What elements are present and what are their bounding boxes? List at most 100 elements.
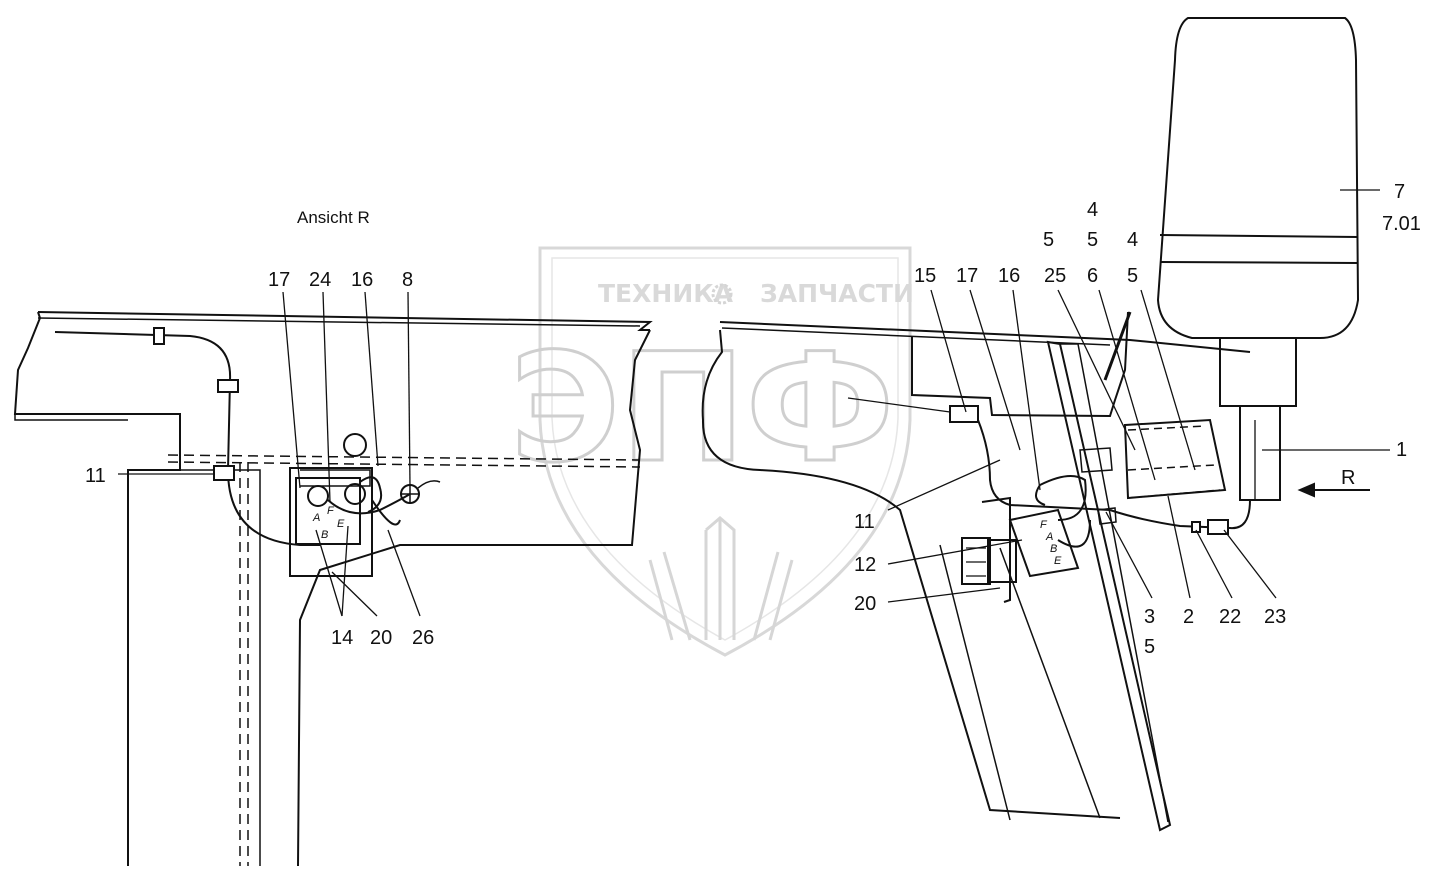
left-switch-knob-top [343, 433, 367, 457]
left-terminal-letters: A F E B [312, 505, 345, 541]
right-door-frame [911, 311, 1129, 418]
left-switch-knob [344, 483, 366, 505]
right-window-frame [701, 329, 1121, 819]
right-pillar-inner [1060, 343, 1169, 823]
watermark-wheat-icon [648, 516, 794, 641]
watermark-shield-inner [551, 257, 899, 641]
direction-label: R [1341, 467, 1355, 489]
view-title: Ansicht R [297, 208, 370, 227]
right-switch-housing [1008, 508, 1080, 578]
right-roof-edge [719, 321, 1251, 353]
right-antenna [1103, 311, 1132, 381]
left-cable-clip-3 [213, 465, 235, 481]
right-callout-4-top: 4 [1087, 199, 1098, 221]
left-cab-panel [13, 311, 181, 866]
left-terminal-b: B [321, 529, 328, 541]
right-callout-25: 25 [1044, 265, 1066, 287]
right-terminal-f: F [1040, 519, 1048, 531]
right-terminal-letters: F A B E [1040, 519, 1062, 567]
right-bracket-plate [981, 496, 1011, 603]
right-lamp-cable [1109, 499, 1251, 530]
left-cable [54, 331, 320, 546]
left-callout-11: 11 [85, 465, 106, 487]
watermark-text-left: ТЕХНИКА [598, 279, 734, 308]
left-body-right-edge [297, 329, 651, 867]
right-callout-5-a: 5 [1043, 229, 1054, 251]
left-terminal-a: A [312, 512, 320, 524]
right-callout-7-01: 7.01 [1382, 213, 1421, 235]
right-lower-panel [939, 544, 1101, 821]
beacon-dome [1156, 17, 1360, 339]
left-inner-vertical [14, 414, 128, 421]
right-bolt-25 [1079, 447, 1117, 525]
left-terminal-f: F [327, 505, 335, 517]
right-callout-17: 17 [956, 265, 978, 287]
beacon-band-top [1159, 234, 1359, 238]
right-terminal-e: E [1054, 555, 1062, 567]
left-callout-14: 14 [331, 627, 353, 649]
right-roof-inner [721, 327, 1111, 346]
right-callout-5-b: 5 [1087, 229, 1098, 251]
watermark-text-right: ЗАПЧАСТИ [760, 279, 914, 308]
connector-22 [1191, 521, 1201, 533]
left-dashed-rail [167, 454, 641, 468]
left-callout-17: 17 [268, 269, 290, 291]
beacon-base [1219, 337, 1297, 407]
right-callout-22: 22 [1219, 606, 1241, 628]
right-callout-5-c: 5 [1127, 265, 1138, 287]
right-switch-grip [966, 547, 986, 577]
right-mount-dashed [1127, 425, 1221, 499]
beacon-band-bottom [1159, 261, 1359, 264]
right-switch-mount [987, 539, 1017, 583]
left-dashed-vertical [239, 462, 249, 866]
left-callout-26: 26 [412, 627, 434, 649]
left-callout-20: 20 [370, 627, 392, 649]
right-callout-16: 16 [998, 265, 1020, 287]
left-view [13, 311, 653, 867]
left-callout-24: 24 [309, 269, 331, 291]
left-socket-terminal [307, 485, 329, 507]
right-callout-1: 1 [1396, 439, 1407, 461]
direction-arrow-head [1297, 482, 1315, 498]
right-view [701, 17, 1370, 832]
right-upper-wire [977, 419, 1111, 511]
left-callout-16: 16 [351, 269, 373, 291]
left-wire-tail [417, 480, 441, 489]
right-callout-5-d: 5 [1144, 636, 1155, 658]
right-terminal-a: A [1045, 531, 1053, 543]
left-upper-panel-edge [37, 311, 653, 331]
left-body-lower [180, 469, 261, 866]
connector-23 [1207, 519, 1229, 535]
left-terminal-e: E [337, 518, 345, 530]
right-callout-6: 6 [1087, 265, 1098, 287]
right-terminal-b: B [1050, 543, 1057, 555]
beacon-mast [1239, 406, 1281, 501]
right-leader-lines [847, 189, 1390, 603]
right-callout-11: 11 [854, 511, 875, 533]
watermark-gear-icon [711, 283, 733, 305]
right-wire-loop [1035, 475, 1091, 548]
left-leader-lines [118, 291, 421, 617]
right-callout-20: 20 [854, 593, 876, 615]
right-callout-23: 23 [1264, 606, 1286, 628]
right-callout-2: 2 [1183, 606, 1194, 628]
left-wire-loop [327, 476, 411, 526]
watermark-shield [538, 246, 912, 657]
right-callout-7: 7 [1394, 181, 1405, 203]
left-panel-top-rail [37, 317, 641, 327]
right-mount-bracket [1123, 418, 1227, 500]
right-callout-15: 15 [914, 265, 936, 287]
right-pillar [1046, 340, 1172, 832]
left-callout-8: 8 [402, 269, 413, 291]
left-cable-clip-2 [217, 379, 239, 393]
right-callout-4-b: 4 [1127, 229, 1138, 251]
right-callout-3: 3 [1144, 606, 1155, 628]
left-socket-box [295, 477, 361, 545]
right-callout-12: 12 [854, 554, 876, 576]
left-bracket [289, 467, 373, 577]
left-cable-clip-1 [153, 327, 165, 345]
right-clip-15 [949, 405, 979, 423]
right-switch-knob [961, 537, 991, 585]
